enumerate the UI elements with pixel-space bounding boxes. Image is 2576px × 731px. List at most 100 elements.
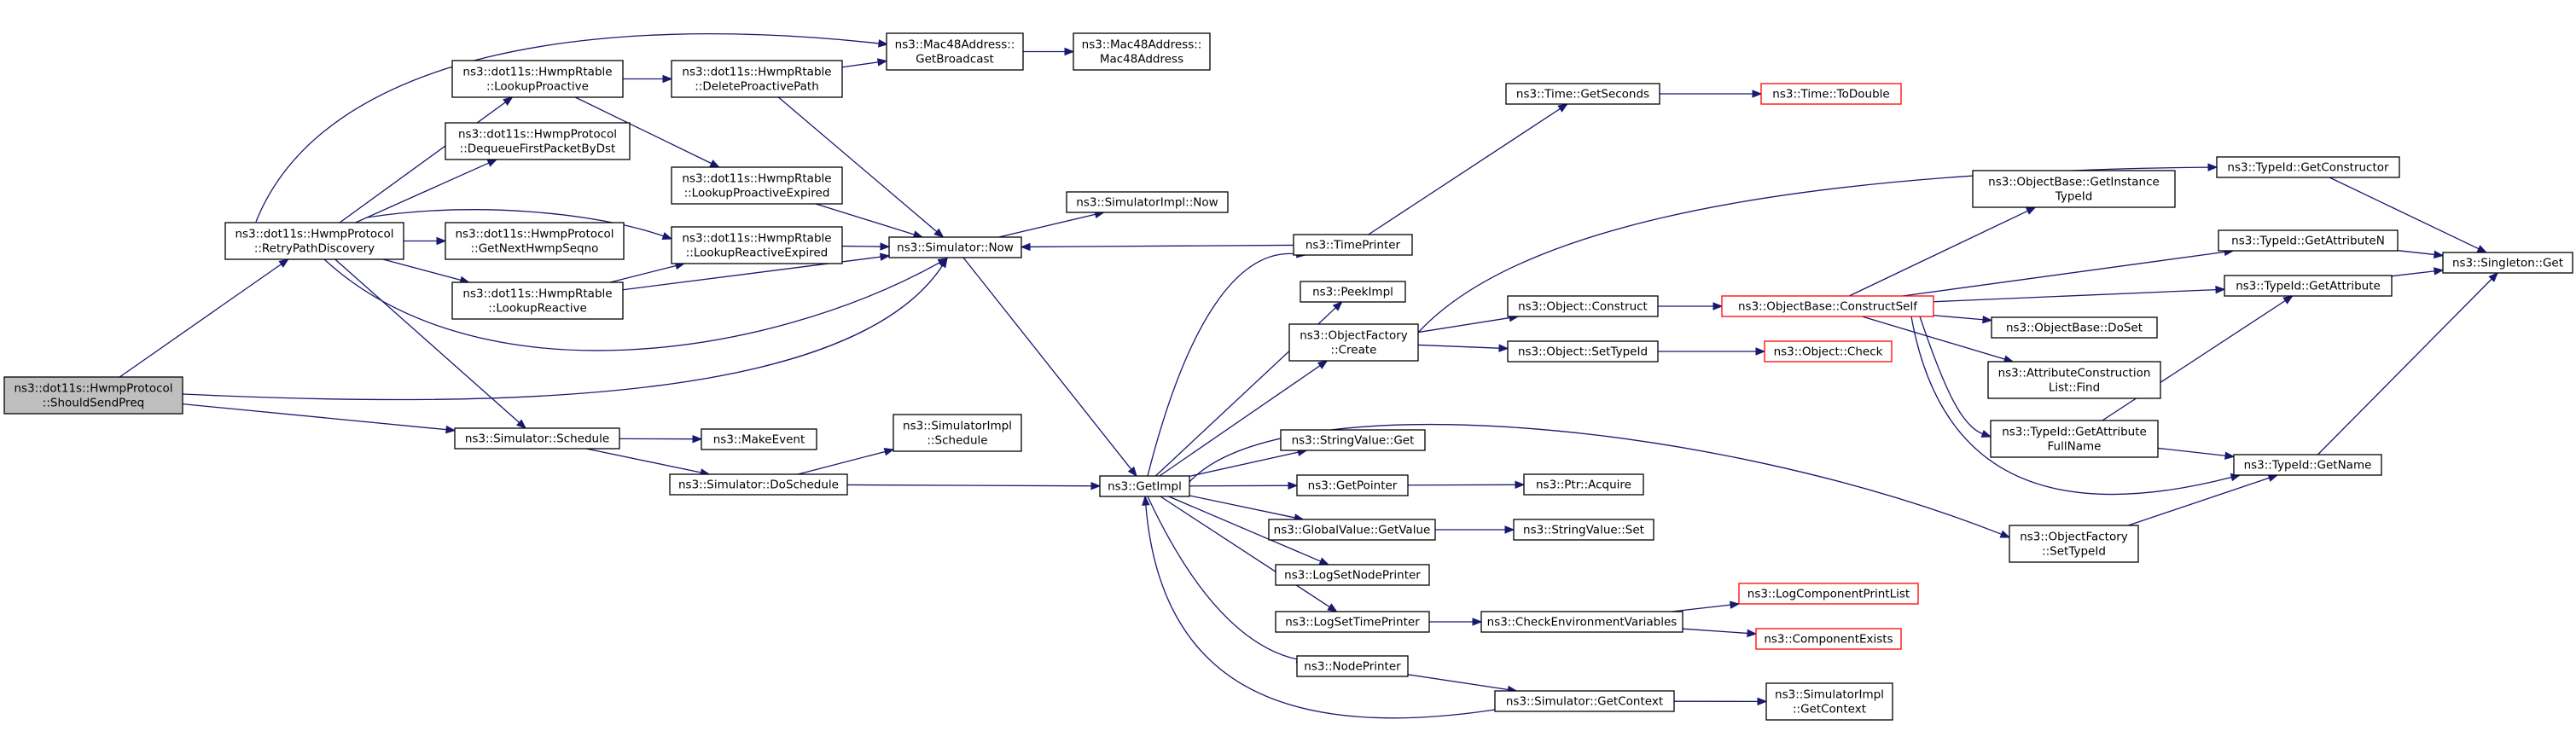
arrowhead-icon — [1730, 600, 1741, 609]
node-box — [1738, 583, 1919, 605]
node-getpointer[interactable]: ns3::GetPointer — [1296, 474, 1409, 496]
node-objectfactory_settypeid[interactable]: ns3::ObjectFactory::SetTypeId — [2009, 525, 2139, 563]
node-simulatorimpl_getcontext[interactable]: ns3::SimulatorImpl::GetContext — [1765, 682, 1893, 721]
node-box — [2224, 275, 2393, 297]
node-singleton_get[interactable]: ns3::Singleton::Get — [2442, 252, 2573, 274]
node-label-line: ns3::LogComponentPrintList — [1747, 588, 1910, 601]
node-typeid_getattribute[interactable]: ns3::TypeId::GetAttribute — [2224, 275, 2393, 297]
node-label-line: ns3::TypeId::GetAttribute — [2236, 280, 2381, 293]
edge-simulator_getcontext-to-getimpl — [1142, 495, 1496, 719]
node-label-line: ns3::dot11s::HwmpRtable — [462, 287, 612, 301]
node-box — [445, 222, 625, 260]
node-ptr_acquire[interactable]: ns3::Ptr::Acquire — [1523, 473, 1644, 496]
node-timeprinter[interactable]: ns3::TimePrinter — [1293, 234, 1413, 256]
node-logsettimeprinter[interactable]: ns3::LogSetTimePrinter — [1275, 611, 1430, 633]
node-label-line: ns3::dot11s::HwmpRtable — [682, 232, 831, 246]
node-label-line: ns3::Simulator::Now — [897, 241, 1014, 255]
node-box — [671, 226, 843, 264]
edge-line — [1933, 315, 1984, 321]
node-simulatorimpl_schedule[interactable]: ns3::SimulatorImpl::Schedule — [893, 414, 1022, 452]
node-logcomponentprintlist[interactable]: ns3::LogComponentPrintList — [1738, 583, 1919, 605]
node-simulator_getcontext[interactable]: ns3::Simulator::GetContext — [1494, 690, 1675, 712]
arrowhead-icon — [1288, 481, 1299, 490]
node-time_todouble[interactable]: ns3::Time::ToDouble — [1760, 83, 1902, 105]
node-checkenvironmentvariables[interactable]: ns3::CheckEnvironmentVariables — [1480, 611, 1683, 633]
edge-line — [1168, 496, 1321, 562]
node-box — [454, 427, 620, 450]
node-objectbase_constructself[interactable]: ns3::ObjectBase::ConstructSelf — [1721, 295, 1934, 317]
edge-retrypathdiscovery-to-dequeuefirstpacketbydst — [355, 159, 498, 223]
node-typeid_getname[interactable]: ns3::TypeId::GetName — [2233, 454, 2382, 476]
node-lookupreactive[interactable]: ns3::dot11s::HwmpRtable::LookupReactive — [451, 281, 624, 320]
node-globalvalue_getvalue[interactable]: ns3::GlobalValue::GetValue — [1268, 519, 1436, 541]
node-lookupreactiveexpired[interactable]: ns3::dot11s::HwmpRtable::LookupReactiveE… — [671, 226, 843, 264]
node-typeid_getattributen[interactable]: ns3::TypeId::GetAttributeN — [2218, 229, 2399, 252]
node-label-line: ns3::GetImpl — [1108, 480, 1182, 494]
node-getimpl[interactable]: ns3::GetImpl — [1099, 475, 1190, 497]
node-logsetnodeprinter[interactable]: ns3::LogSetNodePrinter — [1275, 564, 1430, 586]
node-simulatorimpl_now[interactable]: ns3::SimulatorImpl::Now — [1066, 191, 1229, 213]
node-mac48address[interactable]: ns3::Mac48Address::Mac48Address — [1073, 32, 1211, 71]
edge-doschedule-to-simulatorimpl_schedule — [798, 448, 895, 475]
edge-line — [182, 403, 447, 431]
node-box — [1275, 564, 1430, 586]
node-box — [1099, 475, 1190, 497]
node-typeid_getconstructor[interactable]: ns3::TypeId::GetConstructor — [2216, 156, 2400, 178]
edge-objectbase_constructself-to-getinstancetypeid — [1848, 206, 2037, 297]
edge-line — [1910, 316, 2232, 496]
node-lookupproactive[interactable]: ns3::dot11s::HwmpRtable::LookupProactive — [451, 60, 624, 98]
node-deleteproactivepath[interactable]: ns3::dot11s::HwmpRtable::DeleteProactive… — [671, 60, 843, 98]
node-dequeuefirstpacketbydst[interactable]: ns3::dot11s::HwmpProtocol::DequeueFirstP… — [445, 122, 631, 160]
edge-simulator_schedule-to-makeevent — [619, 434, 703, 444]
node-nodeprinter[interactable]: ns3::NodePrinter — [1296, 655, 1409, 677]
node-box — [1972, 170, 2176, 208]
node-object_check[interactable]: ns3::Object::Check — [1764, 340, 1893, 363]
node-simulator_now[interactable]: ns3::Simulator::Now — [888, 236, 1022, 258]
arrowhead-icon — [278, 258, 289, 268]
node-label-line: ::LookupReactiveExpired — [686, 247, 829, 260]
arrowhead-icon — [1747, 629, 1758, 638]
edge-nodeprinter-to-simulator_getcontext — [1407, 674, 1518, 694]
node-label-line: ns3::dot11s::HwmpProtocol — [235, 228, 393, 241]
node-getbroadcast[interactable]: ns3::Mac48Address::GetBroadcast — [886, 32, 1024, 71]
node-label-line: ns3::ObjectFactory — [2020, 531, 2128, 544]
node-label-line: ns3::SimulatorImpl::Now — [1076, 196, 1218, 210]
node-stringvalue_set[interactable]: ns3::StringValue::Set — [1513, 519, 1654, 541]
node-objectbase_doset[interactable]: ns3::ObjectBase::DoSet — [1991, 316, 2158, 339]
node-peekimpl[interactable]: ns3::PeekImpl — [1300, 281, 1406, 303]
node-getnexthwmpseqno[interactable]: ns3::dot11s::HwmpProtocol::GetNextHwmpSe… — [445, 222, 625, 260]
node-time_getseconds[interactable]: ns3::Time::GetSeconds — [1505, 83, 1660, 105]
node-makeevent[interactable]: ns3::MakeEvent — [701, 428, 817, 450]
node-label-line: ns3::TypeId::GetAttributeN — [2231, 235, 2385, 248]
edge-line — [1189, 424, 2002, 535]
arrowhead-icon — [880, 242, 891, 251]
edge-lookupreactive-to-lookupreactiveexpired — [609, 261, 686, 283]
node-simulator_schedule[interactable]: ns3::Simulator::Schedule — [454, 427, 620, 450]
arrowhead-icon — [2476, 245, 2488, 253]
arrowhead-icon — [1020, 242, 1031, 252]
node-componentexists[interactable]: ns3::ComponentExists — [1755, 628, 1902, 650]
node-object_settypeid[interactable]: ns3::Object::SetTypeId — [1507, 340, 1659, 363]
node-objectfactory_create[interactable]: ns3::ObjectFactory::Create — [1288, 323, 1419, 362]
node-shouldsendpreq[interactable]: ns3::dot11s::HwmpProtocol::ShouldSendPre… — [3, 376, 183, 415]
node-label-line: ns3::ObjectBase::GetInstance — [1988, 176, 2160, 189]
node-retrypathdiscovery[interactable]: ns3::dot11s::HwmpProtocol::RetryPathDisc… — [224, 222, 404, 260]
node-object_construct[interactable]: ns3::Object::Construct — [1507, 295, 1659, 317]
arrowhead-icon — [883, 448, 895, 456]
edge-line — [2397, 250, 2435, 256]
arrowhead-icon — [1090, 481, 1102, 490]
node-lookupproactiveexpired[interactable]: ns3::dot11s::HwmpRtable::LookupProactive… — [671, 166, 843, 205]
node-doschedule[interactable]: ns3::Simulator::DoSchedule — [669, 473, 848, 496]
edge-shouldsendpreq-to-simulator_schedule — [182, 403, 456, 434]
node-label-line: ns3::dot11s::HwmpProtocol — [458, 128, 617, 142]
arrowhead-icon — [503, 96, 514, 107]
node-stringvalue_get[interactable]: ns3::StringValue::Get — [1280, 429, 1426, 451]
node-label-line: GetBroadcast — [916, 53, 994, 67]
node-label-line: ns3::Simulator::GetContext — [1506, 695, 1663, 709]
node-label-line: ns3::Object::Construct — [1518, 300, 1648, 314]
edge-timeprinter-to-simulator_now — [1020, 242, 1294, 252]
edge-line — [2317, 278, 2492, 455]
